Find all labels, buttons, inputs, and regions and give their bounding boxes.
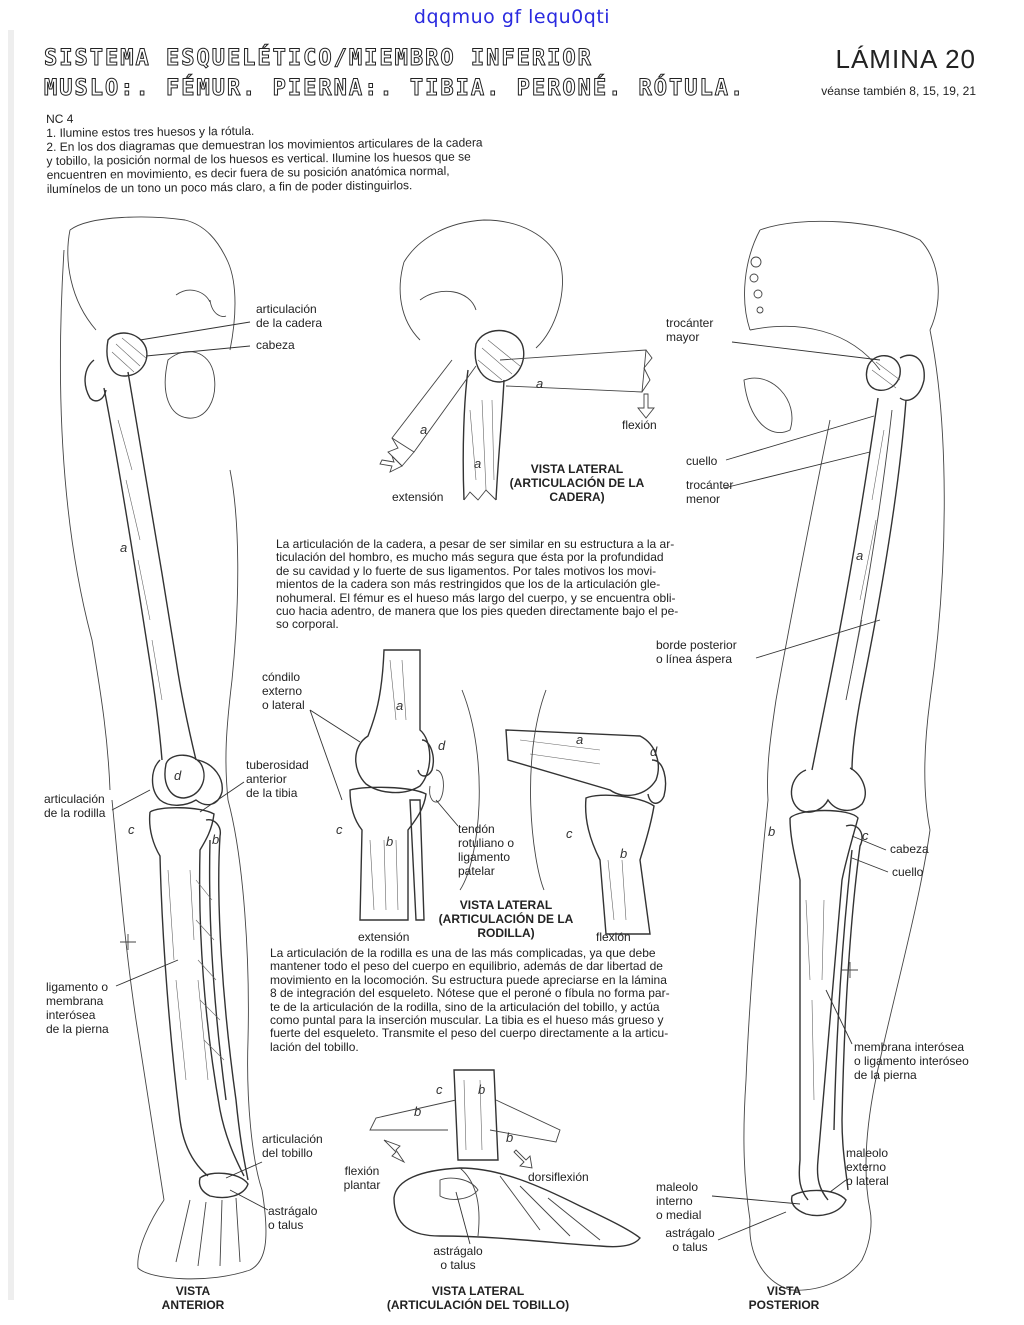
letter-d-knee-flex: d — [650, 744, 658, 759]
label-astragalo-lateral: astrágalo o talus — [433, 1244, 483, 1272]
caption-anterior: VISTA ANTERIOR — [161, 1284, 225, 1312]
label-tendon-rotuliano: tendón rotuliano o ligamento patelar — [458, 822, 515, 878]
letter-a-hip-flex: a — [536, 376, 544, 391]
letter-d-anterior: d — [174, 768, 182, 783]
label-ligamento-interoseo: ligamento o membrana interósea de la pie… — [46, 980, 109, 1036]
label-trocanter-menor: trocánter menor — [686, 478, 734, 506]
letter-b-anterior: b — [212, 832, 220, 847]
caption-posterior: VISTA POSTERIOR — [748, 1284, 820, 1312]
caption-knee: VISTA LATERAL (ARTICULACIÓN DE LA RODILL… — [438, 898, 574, 940]
lamina-number: LÁMINA 20 — [835, 44, 976, 74]
label-cuello-perone: cuello — [892, 865, 924, 879]
label-cabeza-perone: cabeza — [890, 842, 929, 856]
label-art-tobillo: articulación del tobillo — [262, 1132, 323, 1160]
title-line-2: MUSLO:. FÉMUR. PIERNA:. TIBIA. PERONÉ. R… — [43, 76, 746, 102]
paragraph-knee: La articulación de la rodilla es una de … — [270, 946, 670, 1054]
label-membrana-interosea: membrana interósea o ligamento interóseo… — [854, 1040, 969, 1082]
label-condilo: cóndilo externo o lateral — [262, 670, 305, 712]
letter-c-knee-flex: c — [566, 826, 573, 841]
letter-a-knee-ext: a — [396, 698, 404, 713]
letter-b-ankle-right: b — [506, 1130, 514, 1145]
label-cabeza-femur: cabeza — [256, 338, 295, 352]
letter-c-anterior: c — [128, 822, 135, 837]
letter-d-knee-ext: d — [438, 738, 446, 753]
label-borde-posterior: borde posterior o línea áspera — [656, 638, 737, 666]
hip-lateral-drawing — [379, 219, 655, 501]
knee-lateral-drawing — [349, 649, 667, 935]
label-extension-hip: extensión — [392, 490, 444, 504]
anterior-leg-drawing — [60, 216, 267, 1280]
label-tuberosidad: tuberosidad anterior de la tibia — [246, 758, 309, 800]
instructions: NC 4 1. Ilumine estos tres huesos y la r… — [46, 107, 567, 196]
label-flexion-hip: flexión — [622, 418, 657, 432]
label-flexion-knee: flexión — [596, 930, 631, 944]
letter-b-knee-flex: b — [620, 846, 628, 861]
label-art-rodilla: articulación de la rodilla — [44, 792, 106, 820]
label-astragalo-posterior: astrágalo o talus — [665, 1226, 715, 1254]
label-art-cadera: articulación de la cadera — [256, 302, 323, 330]
letter-a-anterior: a — [120, 540, 128, 555]
ankle-lateral-drawing — [369, 1069, 641, 1248]
letter-c-ankle: c — [436, 1082, 443, 1097]
label-cuello-femur: cuello — [686, 454, 718, 468]
leader-lines — [111, 321, 889, 1245]
paragraph-hip: La articulación de la cadera, a pesar de… — [276, 537, 679, 632]
letter-b-ankle-left: b — [414, 1104, 422, 1119]
see-also: véanse también 8, 15, 19, 21 — [821, 84, 976, 98]
caption-ankle: VISTA LATERAL (ARTICULACIÓN DEL TOBILLO) — [386, 1284, 570, 1312]
label-flexion-plantar: flexión plantar — [343, 1164, 381, 1192]
label-extension-knee: extensión — [358, 930, 410, 944]
label-trocanter-mayor: trocánter mayor — [666, 316, 714, 344]
letter-a-hip: a — [474, 456, 482, 471]
label-maleolo-externo: maleolo externo o lateral — [846, 1146, 889, 1188]
letter-a-posterior: a — [856, 548, 864, 563]
letter-b-knee-ext: b — [386, 834, 394, 849]
letter-c-knee-ext: c — [336, 822, 343, 837]
title-line-1: SISTEMA ESQUELÉTICO/MIEMBRO INFERIOR — [44, 46, 593, 72]
posterior-leg-drawing — [743, 220, 945, 1291]
letter-b-ankle: b — [478, 1082, 486, 1097]
letter-c-posterior: c — [862, 828, 869, 843]
letter-b-posterior: b — [768, 824, 776, 839]
caption-hip: VISTA LATERAL (ARTICULACIÓN DE LA CADERA… — [509, 462, 645, 504]
letter-a-knee-flex: a — [576, 732, 584, 747]
label-maleolo-interno: maleolo interno o medial — [656, 1180, 702, 1222]
label-dorsiflexion: dorsiflexión — [528, 1170, 589, 1184]
label-astragalo-anterior: astrágalo o talus — [268, 1204, 318, 1232]
watermark-text: dqqmuo gf lequ0qti — [413, 6, 611, 28]
letter-a-hip-ext: a — [420, 422, 428, 437]
